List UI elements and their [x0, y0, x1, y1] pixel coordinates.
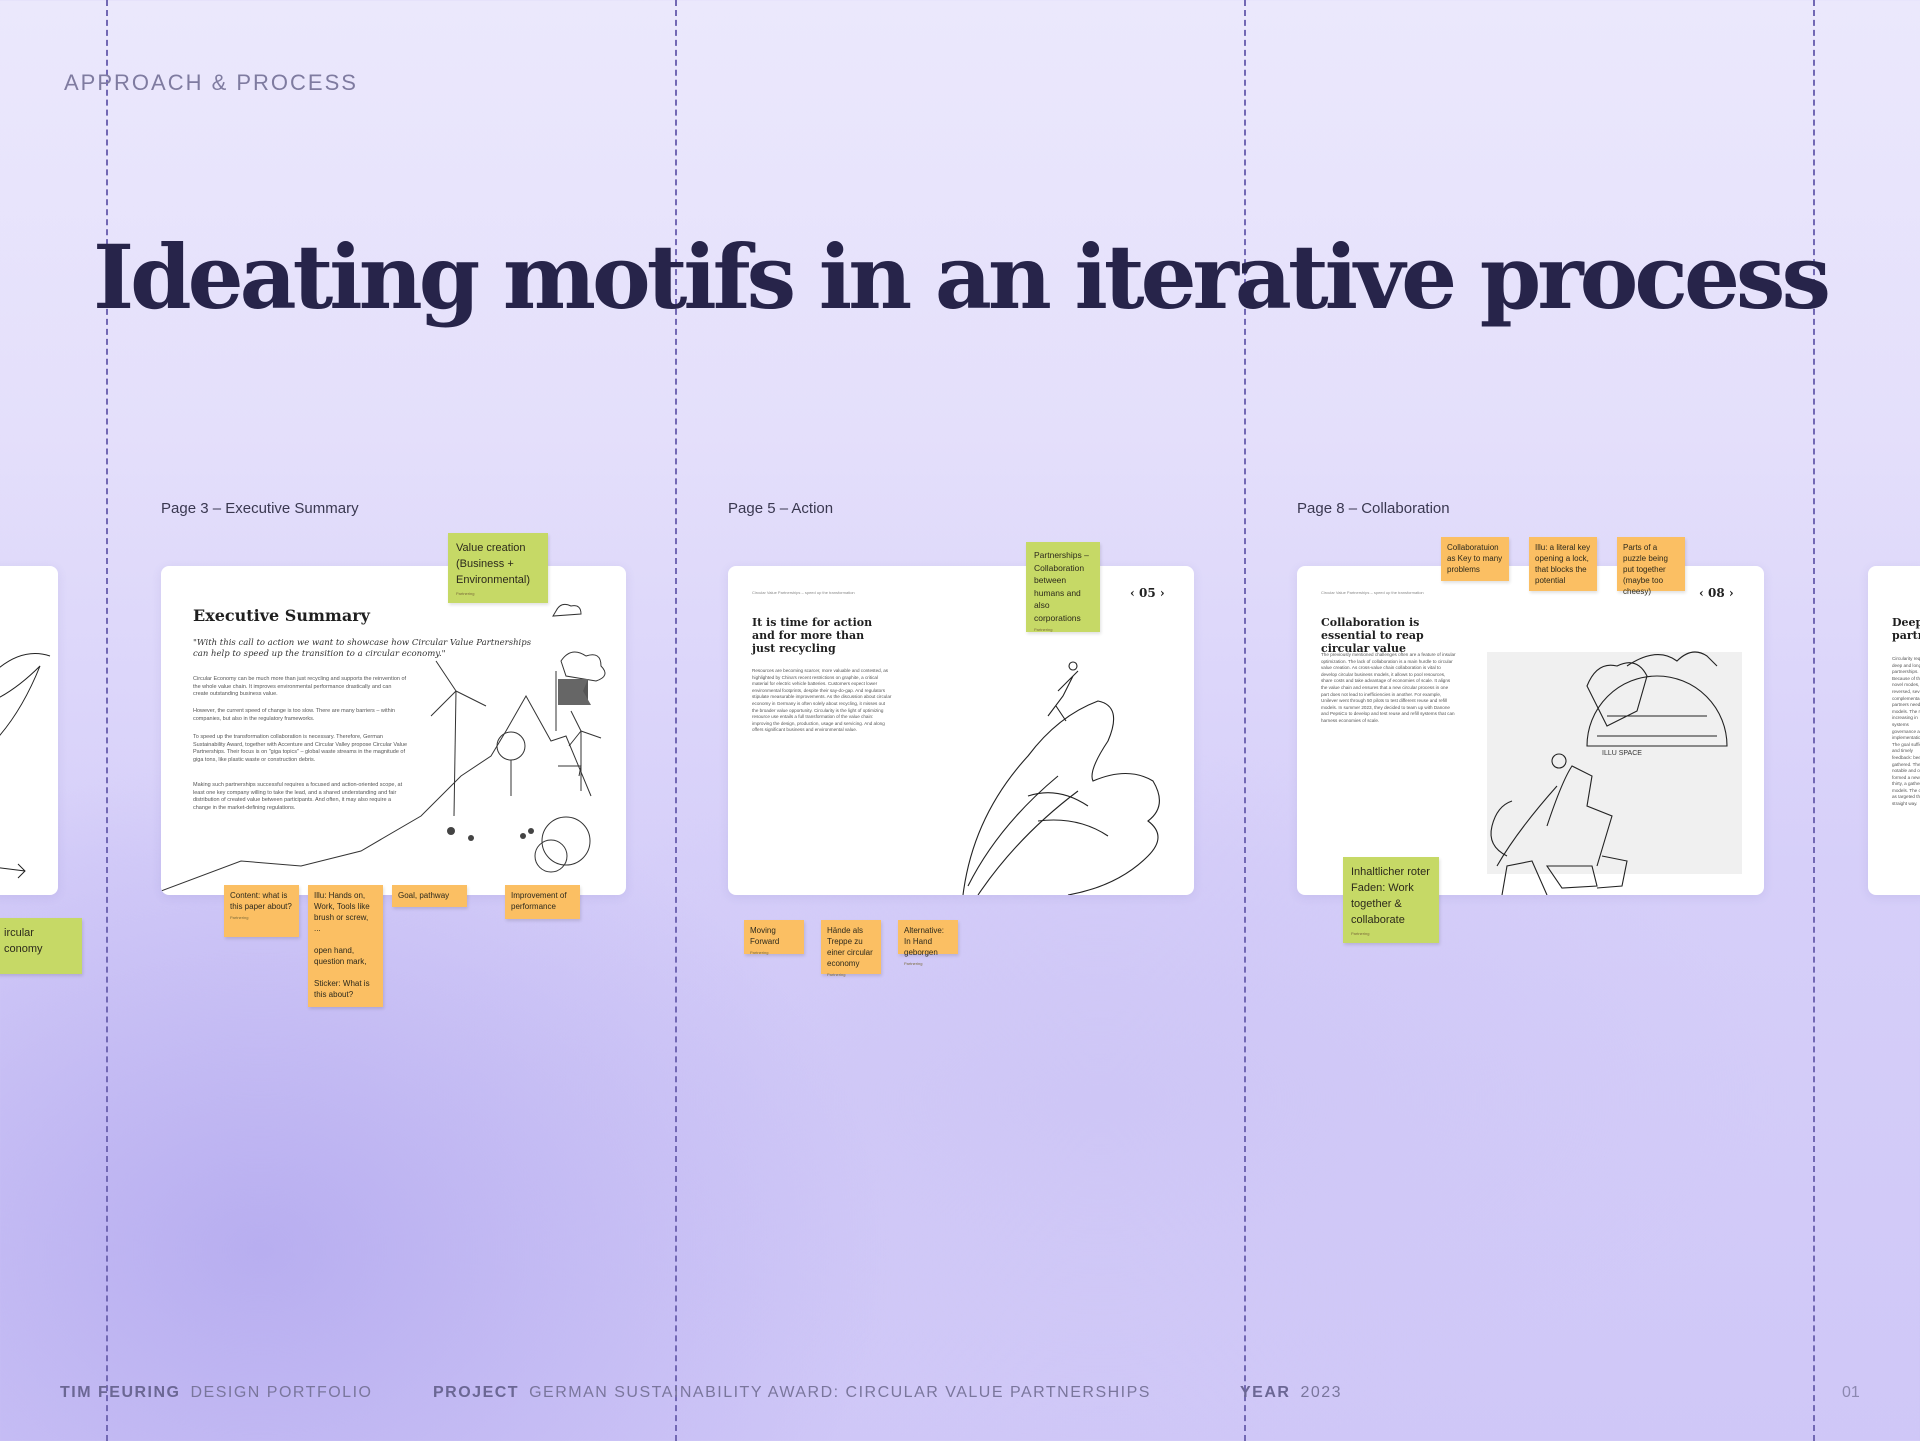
sticky-note-goal: Goal, pathway: [392, 885, 467, 907]
page-paragraph: Circularity requires deep and long-term …: [1892, 656, 1920, 807]
page-heading: Deep partn: [1892, 616, 1920, 642]
footer-author: TIM FEURING DESIGN PORTFOLIO: [60, 1384, 372, 1402]
page-header: Circular Value Partnerships – speed up t…: [1321, 590, 1424, 595]
page-paragraph: However, the current speed of change is …: [193, 708, 395, 722]
footer-project-value: GERMAN SUSTAINABILITY AWARD: CIRCULAR VA…: [529, 1384, 1151, 1401]
sticky-note-improvement: Improvement of performance: [505, 885, 580, 919]
page-thumbnail-executive-summary: Executive Summary "With this call to act…: [161, 566, 626, 895]
illu-space-label: ILLU SPACE: [1602, 750, 1642, 757]
page-quote: "With this call to action we want to sho…: [193, 638, 532, 659]
page-nav[interactable]: ‹ 05 ›: [1130, 586, 1165, 600]
page-heading: Collaboration is essential to reap circu…: [1321, 616, 1424, 655]
page-number: 05: [1138, 586, 1156, 600]
page-header: Circular Value Partnerships – speed up t…: [752, 590, 855, 595]
guide-line: [1244, 0, 1246, 1441]
page-label-3: Page 3 – Executive Summary: [161, 500, 359, 517]
footer-name: TIM FEURING: [60, 1384, 181, 1401]
sticky-note-content: Content: what is this paper about?Partne…: [224, 885, 299, 937]
footer-project-label: PROJECT: [433, 1384, 520, 1401]
sticky-note-illu-key: Illu: a literal key opening a lock, that…: [1529, 537, 1597, 591]
page-label-8: Page 8 – Collaboration: [1297, 500, 1450, 517]
page-paragraph: To speed up the transformation collabora…: [193, 734, 408, 763]
sticky-note-roter-faden: Inhaltlicher roter Faden: Work together …: [1343, 857, 1439, 943]
page-number-footer: 01: [1842, 1384, 1860, 1401]
illustration-placeholder: [1487, 652, 1742, 874]
footer-year: YEAR 2023: [1240, 1384, 1342, 1402]
sticky-note-puzzle: Parts of a puzzle being put together (ma…: [1617, 537, 1685, 596]
page-thumbnail-action: Circular Value Partnerships – speed up t…: [728, 566, 1194, 895]
page-heading: Executive Summary: [193, 606, 370, 625]
sticky-note-collaboration-key: Collaboratuion as Key to many problems: [1441, 537, 1509, 581]
page-paragraph: The previously mentioned challenges ofte…: [1321, 652, 1456, 723]
page-paragraph: Resources are becoming scarcer, more val…: [752, 668, 892, 733]
page-paragraph: Making such partnerships successful requ…: [193, 782, 403, 811]
page-thumbnail-collaboration: Circular Value Partnerships – speed up t…: [1297, 566, 1764, 895]
page-thumbnail-next: Deep partn Circularity requires deep and…: [1868, 566, 1920, 895]
page-title: Ideating motifs in an iterative process: [92, 225, 1831, 329]
page-label-5: Page 5 – Action: [728, 500, 834, 517]
page-nav[interactable]: ‹ 08 ›: [1699, 586, 1734, 600]
hand-sketch: [962, 661, 1160, 895]
windmill-landscape-sketch: [161, 603, 606, 892]
footer-year-value: 2023: [1300, 1384, 1343, 1401]
sticky-note-partnerships: Partnerships – Collaboration between hum…: [1026, 542, 1100, 632]
sticky-note-value-creation: Value creation (Business + Environmental…: [448, 533, 548, 603]
footer-year-label: YEAR: [1240, 1384, 1291, 1401]
climbing-sketch: [1490, 651, 1728, 895]
sticky-note-haende: Hände als Treppe zu einer circular econo…: [821, 920, 881, 977]
guide-line: [675, 0, 677, 1441]
footer-project: PROJECT GERMAN SUSTAINABILITY AWARD: CIRC…: [433, 1384, 1151, 1402]
sticky-note-green: ircular conomy: [0, 918, 82, 974]
sticky-note-illu: Illu: Hands on, Work, Tools like brush o…: [308, 885, 383, 1007]
guide-line: [106, 0, 108, 1441]
page-heading: It is time for action and for more than …: [752, 616, 873, 655]
footer-portfolio: DESIGN PORTFOLIO: [190, 1384, 373, 1401]
page-paragraph: Circular Economy can be much more than j…: [193, 676, 407, 697]
guide-line: [1813, 0, 1815, 1441]
sketch-illustration: [0, 653, 51, 879]
section-eyebrow: APPROACH & PROCESS: [64, 70, 358, 95]
page-thumbnail-previous: [0, 566, 58, 895]
page-number: 08: [1707, 586, 1725, 600]
